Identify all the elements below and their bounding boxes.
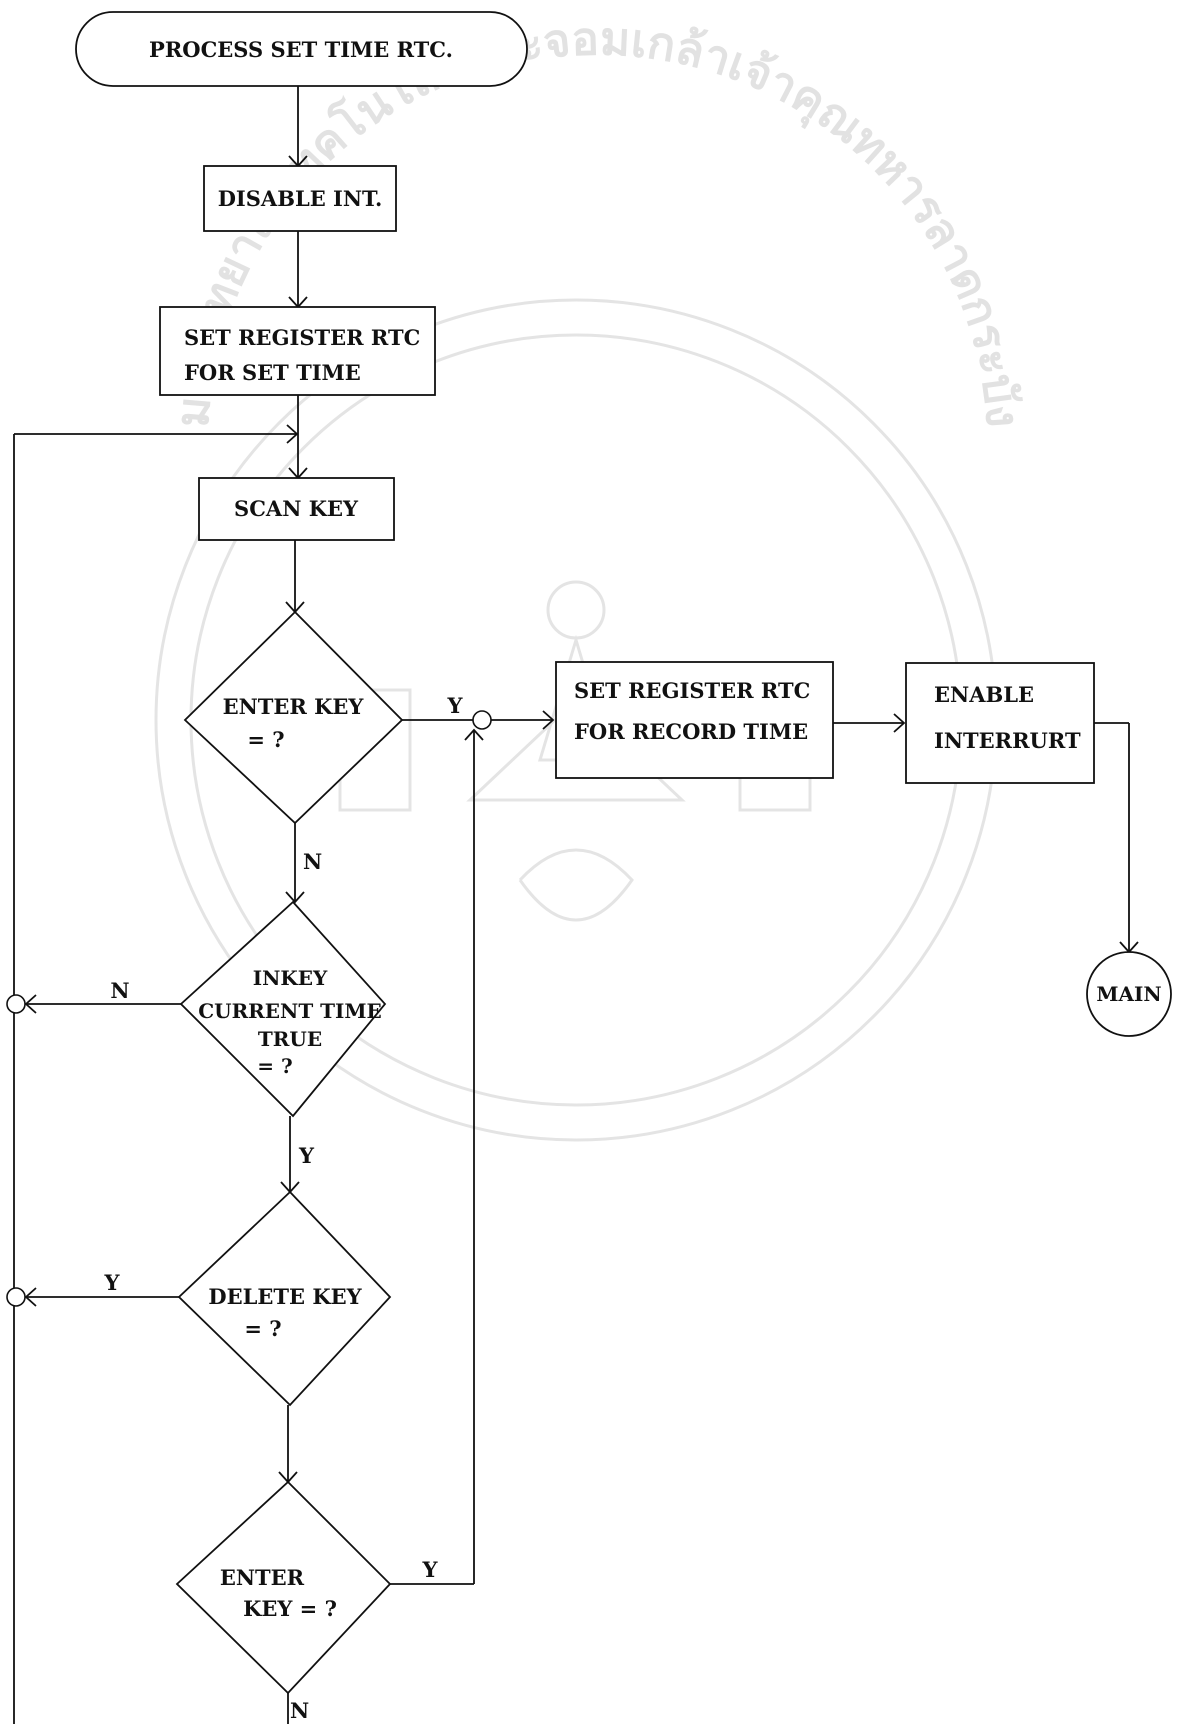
record-time-label-1: SET REGISTER RTC bbox=[574, 678, 810, 703]
enable-int-label-2: INTERRURT bbox=[934, 728, 1081, 753]
junctions bbox=[6, 710, 492, 1307]
delete-key-label-2: = ? bbox=[244, 1316, 281, 1341]
edge-label-enter-key-yes: Y bbox=[447, 693, 464, 718]
enter-key-label-1: ENTER KEY bbox=[223, 694, 365, 719]
edge-label-inkey-no: N bbox=[110, 978, 129, 1003]
edge-label-delete-yes: Y bbox=[104, 1270, 121, 1295]
start-terminal bbox=[75, 11, 528, 87]
edge-label-enter-key-no: N bbox=[303, 849, 322, 874]
set-register-set-time-box bbox=[159, 306, 436, 396]
connectors bbox=[13, 86, 1139, 1724]
enter-key-2-decision bbox=[175, 1480, 392, 1695]
enter-key-decision bbox=[183, 610, 404, 825]
inkey-label-2: CURRENT TIME bbox=[198, 999, 382, 1023]
enter-key-2-label-1: ENTER bbox=[220, 1565, 305, 1590]
disable-int-label: DISABLE INT. bbox=[218, 186, 383, 211]
enter-key-2-label-2: KEY = ? bbox=[243, 1596, 337, 1621]
start-label: PROCESS SET TIME RTC. bbox=[149, 37, 453, 62]
edge-label-enter-key-2-no: N bbox=[290, 1698, 309, 1723]
inkey-label-4: = ? bbox=[257, 1054, 292, 1078]
scan-key-box bbox=[198, 477, 395, 541]
delete-key-decision bbox=[177, 1190, 392, 1407]
main-label: MAIN bbox=[1096, 982, 1161, 1006]
inkey-label-3: TRUE bbox=[258, 1027, 322, 1051]
edge-label-inkey-yes: Y bbox=[298, 1143, 315, 1168]
enable-int-label-1: ENABLE bbox=[934, 682, 1034, 707]
inkey-label-1: INKEY bbox=[253, 966, 328, 990]
set-register-label-1: SET REGISTER RTC bbox=[184, 325, 420, 350]
main-connector bbox=[1086, 951, 1172, 1037]
enter-key-label-2: = ? bbox=[247, 727, 284, 752]
set-register-record-time-box bbox=[555, 661, 834, 779]
enable-interrupt-box bbox=[905, 662, 1095, 784]
delete-key-label-1: DELETE KEY bbox=[208, 1284, 362, 1309]
edge-label-enter-key-2-yes: Y bbox=[422, 1557, 439, 1582]
inkey-decision bbox=[179, 900, 387, 1118]
set-register-label-2: FOR SET TIME bbox=[184, 360, 361, 385]
scan-key-label: SCAN KEY bbox=[234, 496, 359, 521]
record-time-label-2: FOR RECORD TIME bbox=[574, 719, 808, 744]
disable-int-box bbox=[203, 165, 397, 232]
